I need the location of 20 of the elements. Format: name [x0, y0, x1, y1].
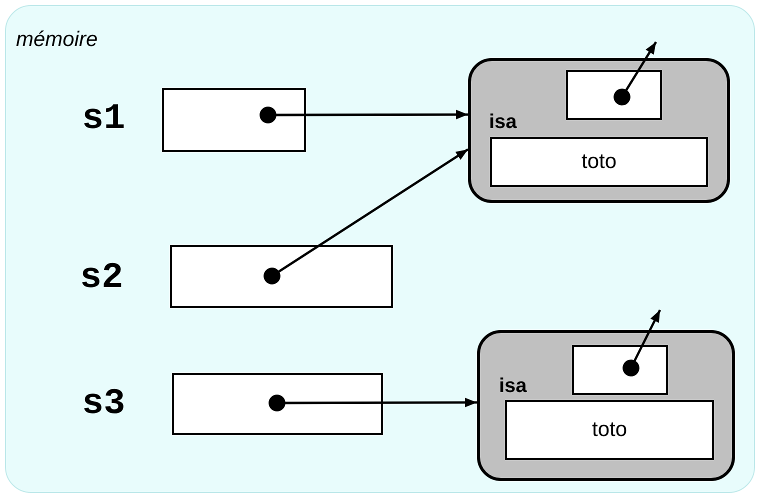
- memory-panel: [5, 5, 755, 493]
- pointer-box: [566, 70, 662, 120]
- variable-name: s1: [82, 98, 126, 139]
- pointer-arrow: [614, 41, 658, 106]
- field-box: [505, 400, 714, 460]
- pointer-arrow: [264, 148, 469, 284]
- object-box: [477, 330, 735, 481]
- field-box: [490, 137, 708, 187]
- isa-label: isa: [489, 111, 517, 134]
- object-box: [468, 58, 730, 203]
- field-label: toto: [580, 150, 618, 174]
- pointer-arrow: [268, 394, 477, 412]
- pointer-arrow: [260, 106, 468, 124]
- variable-name: s2: [80, 257, 124, 298]
- pointer-box: [572, 345, 668, 395]
- pointer-arrow: [622, 309, 662, 376]
- memory-label: mémoire: [16, 28, 98, 52]
- variable-name: s3: [82, 383, 126, 424]
- isa-label: isa: [499, 375, 527, 398]
- field-label: toto: [590, 418, 628, 442]
